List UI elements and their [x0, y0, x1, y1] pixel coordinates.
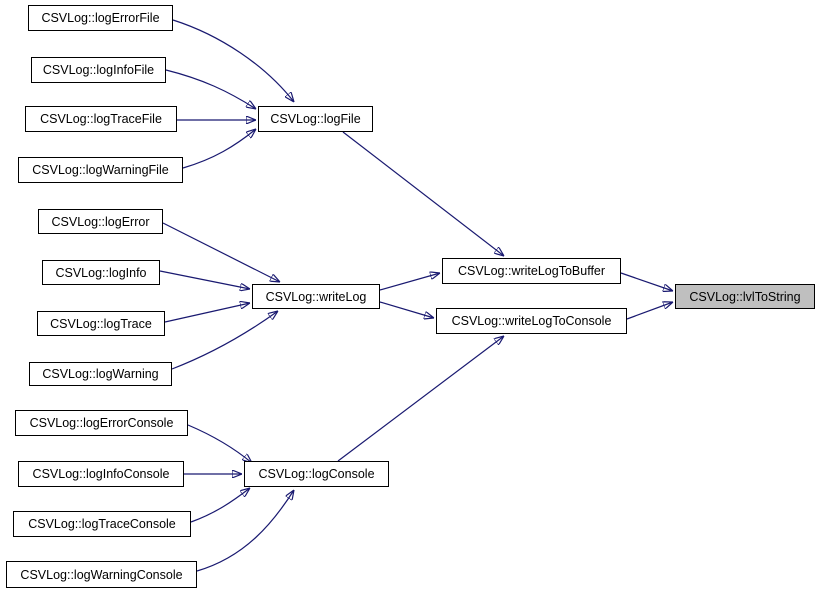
edge-writeLog-to-writeLogToBuffer: [379, 273, 440, 291]
node-log-info-file[interactable]: CSVLog::logInfoFile: [31, 57, 166, 83]
node-log-error[interactable]: CSVLog::logError: [38, 209, 163, 234]
node-log-trace-file[interactable]: CSVLog::logTraceFile: [25, 106, 177, 132]
edge-writeLogToConsole-to-lvlToString: [626, 302, 673, 320]
edge-logErrorFile-to-logFile: [172, 19, 294, 102]
edge-logWarning-to-writeLog: [171, 311, 278, 370]
node-log-trace[interactable]: CSVLog::logTrace: [37, 311, 165, 336]
edge-logWarningFile-to-logFile: [182, 129, 256, 169]
node-log-error-console[interactable]: CSVLog::logErrorConsole: [15, 410, 188, 436]
node-log-warning[interactable]: CSVLog::logWarning: [29, 362, 172, 386]
node-log-info-console[interactable]: CSVLog::logInfoConsole: [18, 461, 184, 487]
edge-logTrace-to-writeLog: [164, 303, 250, 323]
node-log-console[interactable]: CSVLog::logConsole: [244, 461, 389, 487]
node-lvl-to-string: CSVLog::lvlToString: [675, 284, 815, 309]
edge-writeLogToBuffer-to-lvlToString: [620, 272, 673, 291]
edge-logFile-to-writeLogToBuffer: [342, 131, 504, 256]
node-write-log-to-buffer[interactable]: CSVLog::writeLogToBuffer: [442, 258, 621, 284]
node-write-log[interactable]: CSVLog::writeLog: [252, 284, 380, 309]
node-log-warning-console[interactable]: CSVLog::logWarningConsole: [6, 561, 197, 588]
node-log-error-file[interactable]: CSVLog::logErrorFile: [28, 5, 173, 31]
node-log-warning-file[interactable]: CSVLog::logWarningFile: [18, 157, 183, 183]
edge-writeLog-to-writeLogToConsole: [379, 301, 434, 318]
node-log-info[interactable]: CSVLog::logInfo: [42, 260, 160, 285]
edge-logError-to-writeLog: [162, 222, 280, 282]
edge-logInfo-to-writeLog: [159, 270, 250, 289]
node-write-log-to-console[interactable]: CSVLog::writeLogToConsole: [436, 308, 627, 334]
edge-logWarningConsole-to-logConsole: [196, 490, 294, 572]
node-log-trace-console[interactable]: CSVLog::logTraceConsole: [13, 511, 191, 537]
node-log-file[interactable]: CSVLog::logFile: [258, 106, 373, 132]
edge-logInfoFile-to-logFile: [165, 69, 256, 109]
edge-logErrorConsole-to-logConsole: [187, 424, 252, 463]
edge-logTraceConsole-to-logConsole: [190, 488, 250, 523]
edge-logConsole-to-writeLogToConsole: [337, 336, 504, 462]
